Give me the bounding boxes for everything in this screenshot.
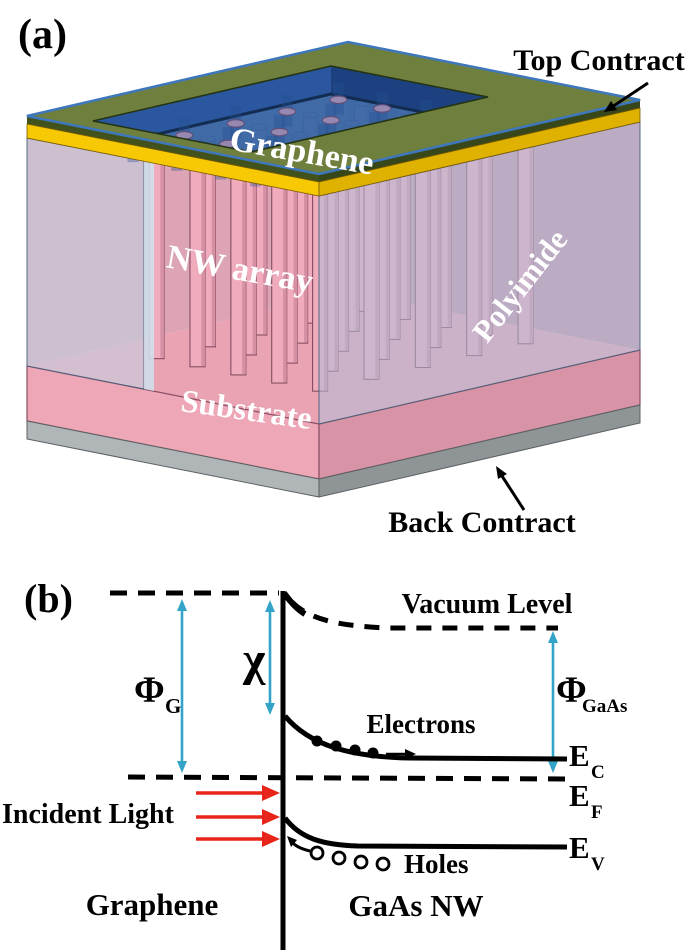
ev-subscript: V	[591, 854, 605, 875]
electron-dot	[311, 735, 323, 747]
chi-arrowhead-top	[265, 600, 275, 612]
ef-subscript: F	[591, 802, 603, 823]
phi-gaas-arrowhead-top	[548, 631, 558, 643]
nanowire-column-shade	[304, 137, 308, 343]
nanowire-column-shade	[242, 168, 246, 374]
hole-flow-arrowhead	[287, 836, 297, 847]
phi-g-arrowhead-bottom	[177, 761, 187, 773]
chi-symbol: χ	[242, 633, 266, 686]
nanowire-top-dot	[329, 95, 348, 105]
top-contact-arrowhead	[604, 101, 617, 112]
top-contact-edge-left	[27, 116, 319, 182]
phi-g-arrowhead-top	[177, 599, 187, 611]
electrons-label: Electrons	[367, 709, 476, 739]
incident-light-label: Incident Light	[2, 799, 175, 830]
incident-light-arrowhead	[262, 809, 280, 825]
incident-light-arrows	[196, 785, 280, 847]
phi-g-symbol: Φ	[134, 670, 165, 711]
hole-circle	[375, 856, 391, 872]
hole-circle	[353, 854, 369, 870]
panel-b-band-diagram: (b) Vacuum Level Φ G χ Φ GaAs Electr	[2, 576, 627, 950]
nanowire-column-shade	[160, 152, 165, 358]
panel-a-illustration: Graphene NW array Polyimide Substrate (a…	[18, 12, 685, 539]
nanowire-column-shade	[283, 177, 287, 383]
nanowire-column-shade	[201, 160, 205, 366]
gaas-nw-region-label: GaAs NW	[348, 888, 483, 923]
phi-gaas-arrowhead-bottom	[548, 761, 558, 773]
vacuum-level-curve-gaas	[290, 600, 558, 631]
incident-light-arrowhead	[262, 785, 280, 801]
ev-symbol: E	[569, 830, 590, 865]
top-contact-edge-right	[319, 100, 640, 182]
hole-circle	[309, 845, 325, 861]
back-contact-label: Back Contract	[388, 506, 575, 539]
nanowire-column-shade	[252, 148, 257, 354]
valence-band-line	[283, 816, 568, 850]
back-contact-arrow	[500, 475, 526, 511]
chi-arrowhead-bottom	[265, 703, 275, 715]
panel-b-tag: (b)	[24, 576, 73, 621]
panel-a-tag: (a)	[18, 12, 67, 58]
ec-subscript: C	[591, 762, 605, 783]
graphene-step-back-left	[93, 66, 331, 149]
nanowire-top-dot	[321, 115, 340, 125]
electrode-strip-right	[318, 107, 641, 197]
back-contact-layer-right-face	[318, 404, 641, 498]
nanowire-top-dot	[277, 107, 297, 117]
ec-symbol: E	[569, 738, 590, 773]
conduction-band-line	[283, 714, 568, 762]
electron-flow-arrowhead	[405, 749, 416, 759]
vacuum-level-label: Vacuum Level	[402, 589, 573, 620]
phi-gaas-symbol: Φ	[556, 670, 587, 711]
phi-g-subscript: G	[165, 694, 181, 718]
electron-dot	[330, 740, 342, 752]
polyimide-wall-cut-edge	[144, 161, 154, 391]
ef-symbol: E	[569, 778, 590, 813]
holes-label: Holes	[404, 849, 469, 879]
nanowire-column-shade	[293, 157, 298, 363]
phi-gaas-subscript: GaAs	[582, 696, 627, 717]
nanowire-column-shade	[263, 129, 267, 334]
electron-dot	[367, 747, 379, 759]
fermi-level-line	[127, 774, 566, 782]
incident-light-arrowhead	[262, 831, 280, 847]
nanowire-top-dot	[373, 104, 392, 113]
back-contact-arrowhead	[496, 466, 507, 479]
top-contact-label: Top Contract	[513, 44, 684, 77]
nanowire-top-dot	[226, 119, 245, 128]
top-contact-arrow	[611, 81, 649, 109]
electron-dot	[349, 744, 361, 756]
polyimide-wall-left	[26, 137, 145, 390]
hole-circle	[331, 850, 347, 866]
hole-flow-arrow	[290, 840, 311, 853]
nanowire-column-shade	[211, 140, 216, 346]
graphene-region-label: Graphene	[86, 887, 219, 922]
nanowire-top-dot	[270, 127, 289, 137]
graphene-top-edge-line	[26, 40, 641, 176]
